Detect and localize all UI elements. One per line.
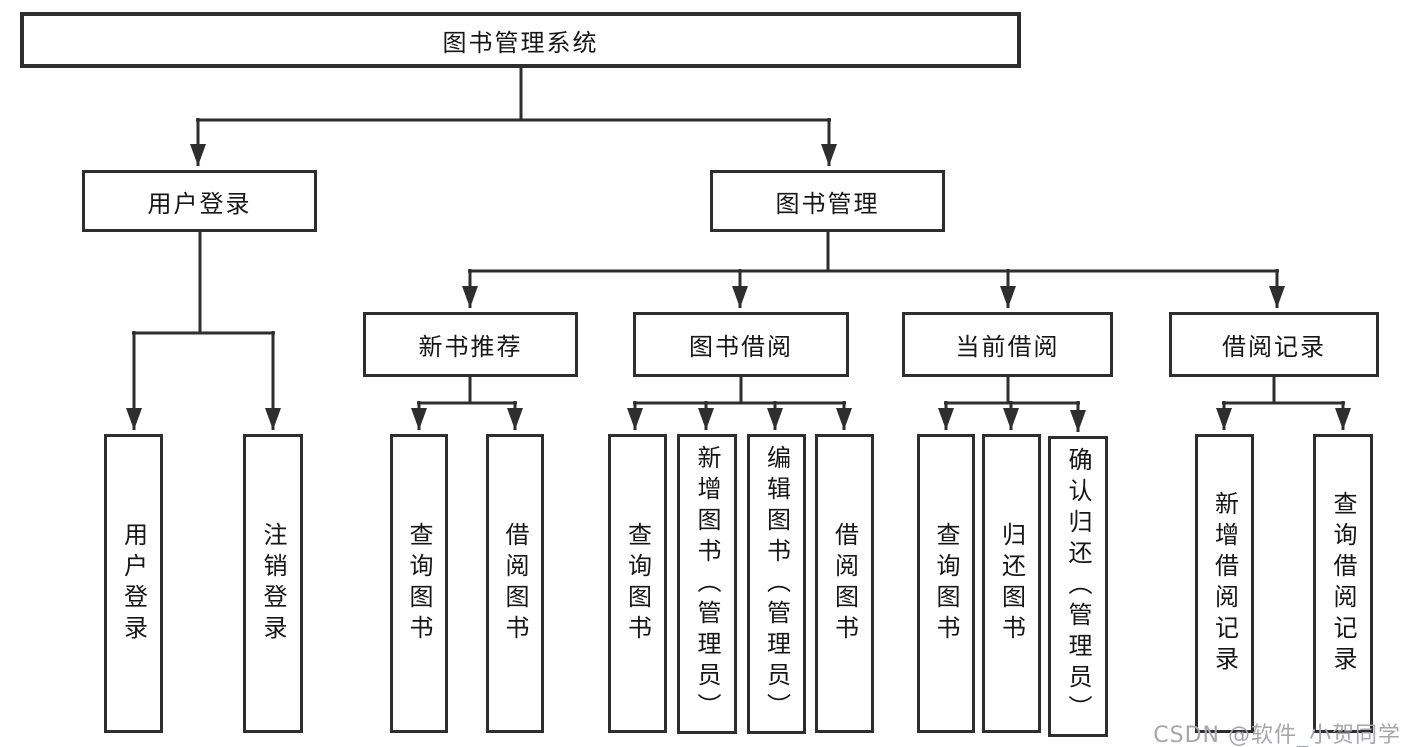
csdn-watermark: CSDN @软件_小贺同学 [1153, 723, 1401, 747]
node-book-borrow: 图书借阅 [633, 312, 849, 377]
leaf-add-borrow-record: 新增借阅记录 [1195, 434, 1254, 733]
leaf-user-login: 用户登录 [104, 434, 163, 733]
node-user-login: 用户登录 [82, 170, 317, 232]
node-new-book-recommend: 新书推荐 [363, 312, 578, 377]
leaf-return-books: 归还图书 [982, 434, 1041, 733]
node-book-management: 图书管理 [710, 170, 945, 232]
leaf-logout: 注销登录 [243, 434, 303, 733]
leaf-confirm-return-admin: 确认归还（管理员） [1048, 436, 1108, 737]
leaf-query-books-1: 查询图书 [390, 434, 448, 733]
leaf-query-borrow-record: 查询借阅记录 [1313, 434, 1373, 733]
leaf-add-books-admin: 新增图书（管理员） [677, 434, 737, 734]
node-current-borrow: 当前借阅 [902, 312, 1113, 377]
leaf-borrow-books-2: 借阅图书 [815, 434, 874, 733]
leaf-query-books-2: 查询图书 [608, 434, 667, 733]
node-library-management-system: 图书管理系统 [20, 12, 1021, 68]
node-borrow-records: 借阅记录 [1169, 312, 1379, 377]
leaf-query-books-3: 查询图书 [917, 434, 975, 733]
leaf-edit-books-admin: 编辑图书（管理员） [747, 434, 806, 734]
leaf-borrow-books-1: 借阅图书 [486, 434, 544, 733]
